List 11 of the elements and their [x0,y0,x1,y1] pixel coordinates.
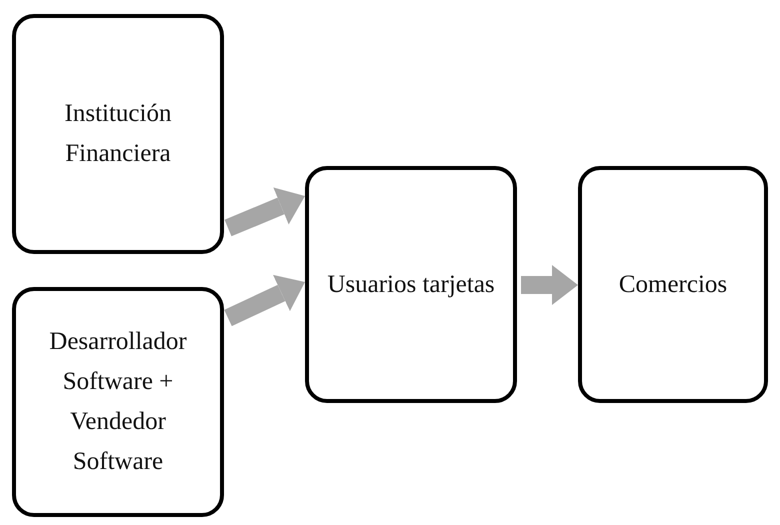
box-label: Comercios [618,270,728,300]
rounded-box [578,166,768,403]
rounded-box [12,287,224,517]
rounded-box [12,14,224,254]
box-label: Desarrollador Software + Vendedor Software [48,327,188,477]
rounded-box [305,166,517,403]
box-label: Usuarios tarjetas [327,270,495,300]
block-arrow [224,274,305,326]
block-arrow [521,265,578,305]
box-label: Institución Financiera [64,99,172,169]
block-arrow [224,188,305,236]
